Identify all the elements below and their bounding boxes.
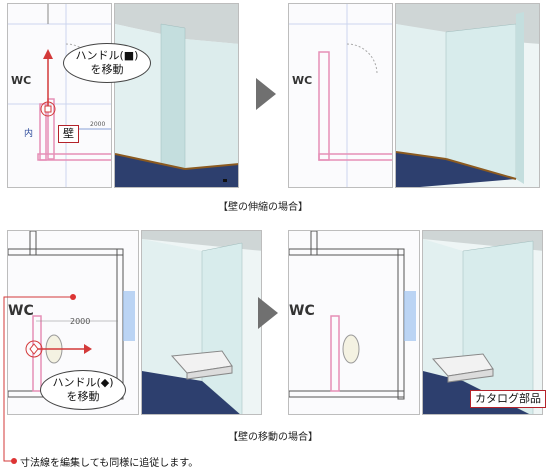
plan-view-after-top: WC	[288, 3, 393, 188]
callout-handle-square: ハンドル(■) を移動	[63, 43, 151, 83]
perspective-drawing	[423, 231, 542, 414]
caption-wall-stretch: 【壁の伸縮の場合】	[218, 202, 308, 213]
svg-text:2000: 2000	[90, 121, 105, 128]
wc-label: WC	[11, 74, 32, 87]
svg-text:内: 内	[24, 127, 33, 139]
wc-label: WC	[289, 303, 315, 319]
footnote: 寸法線を編集しても同様に追従します。	[20, 458, 199, 469]
perspective-view-before-bottom	[141, 230, 262, 415]
catalog-part-label: カタログ部品	[470, 390, 546, 408]
perspective-drawing	[142, 231, 261, 414]
wc-label: WC	[8, 303, 34, 319]
perspective-drawing	[396, 4, 539, 187]
callout-handle-diamond: ハンドル(◆) を移動	[40, 370, 126, 410]
marker-dot	[70, 294, 76, 300]
arrow-right-icon	[256, 78, 276, 110]
plan-view-before-top: 2000 内 WC	[7, 3, 112, 188]
plan-drawing	[289, 4, 392, 187]
perspective-view-after-top	[395, 3, 540, 188]
perspective-view-before-top	[114, 3, 239, 188]
perspective-drawing	[115, 4, 238, 187]
plan-drawing	[289, 231, 419, 414]
wall-label: 壁	[58, 125, 79, 143]
dimension-value: 2000	[70, 317, 91, 326]
plan-view-after-bottom: WC	[288, 230, 420, 415]
perspective-view-after-bottom	[422, 230, 543, 415]
marker-dot	[11, 458, 17, 464]
plan-drawing: 2000 内	[8, 4, 111, 187]
wc-label: WC	[292, 74, 313, 87]
caption-wall-move: 【壁の移動の場合】	[228, 432, 318, 443]
arrow-right-icon	[258, 297, 278, 329]
